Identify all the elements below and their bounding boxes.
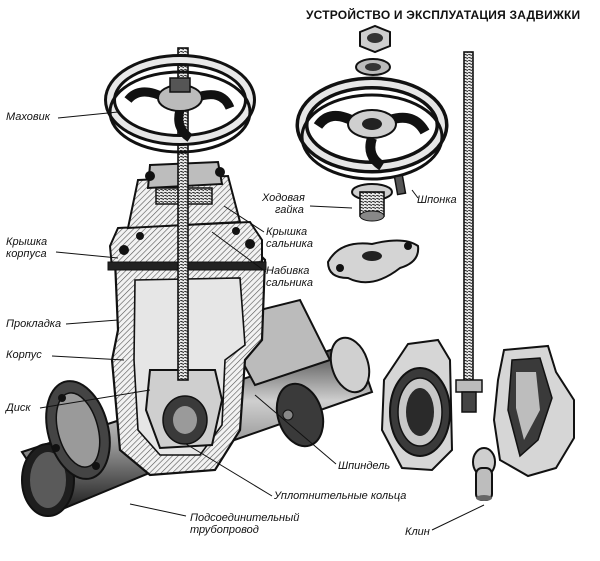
long-spindle [455, 51, 483, 413]
label-gasket: Прокладка [6, 318, 62, 330]
assembled-valve [20, 47, 374, 517]
exploded-handwheel [295, 76, 449, 181]
label-body-cover-line1: Крышка [6, 236, 48, 248]
diagram-title: УСТРОЙСТВО И ЭКСПЛУАТАЦИЯ ЗАДВИЖКИ [306, 8, 581, 22]
label-body: Корпус [6, 349, 42, 361]
top-nut [359, 24, 391, 54]
key-part [393, 174, 407, 196]
leader-lines [39, 111, 485, 531]
label-gland-cover-line1: Крышка [266, 226, 308, 238]
wedge-pin [472, 447, 496, 501]
spindle [177, 47, 189, 381]
wedge-left-half [380, 338, 454, 472]
running-nut [351, 183, 393, 222]
washer [355, 58, 391, 76]
label-packing-line1: Набивка [266, 265, 310, 277]
label-body-cover-line2: корпуса [6, 248, 47, 260]
label-spindle: Шпиндель [338, 460, 391, 472]
label-sealing-rings: Уплотнительные кольца [274, 490, 407, 502]
handwheel [104, 54, 256, 154]
valve-disk [144, 369, 224, 450]
label-packing-line2: сальника [266, 277, 313, 289]
left-flange [45, 380, 111, 480]
gland [145, 160, 225, 205]
wedge-right-half [492, 344, 575, 478]
label-key: Шпонка [417, 194, 457, 206]
label-wedge: Клин [405, 526, 430, 538]
label-pipeline-line1: Подсоединительный [190, 512, 300, 524]
label-pipeline-line2: трубопровод [190, 524, 259, 536]
label-handwheel: Маховик [6, 111, 50, 123]
label-disk: Диск [6, 402, 31, 414]
label-running-nut-line2: гайка [275, 204, 304, 216]
label-gland-cover-line2: сальника [266, 238, 313, 250]
gland-flange [326, 239, 420, 284]
exploded-parts [295, 24, 575, 501]
label-running-nut-line1: Ходовая [262, 192, 305, 204]
